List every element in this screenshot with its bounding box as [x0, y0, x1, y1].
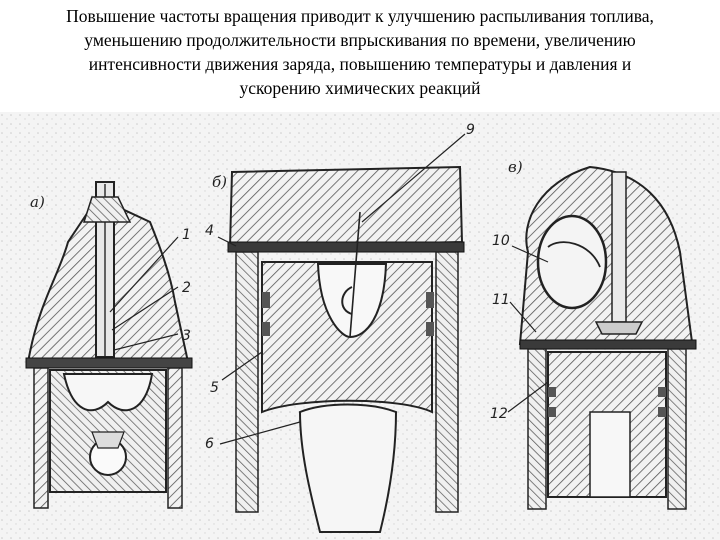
caption-line-3: интенсивности движения заряда, повышению…	[88, 54, 632, 74]
panel-b: б) 4 5 6 9	[205, 122, 475, 533]
slide-caption: Повышение частоты вращения приводит к ул…	[10, 4, 710, 100]
caption-line-4: ускорению химических реакций	[239, 78, 481, 98]
panel-a: а) 1 2 3	[25, 181, 193, 509]
callout-6: 6	[205, 436, 214, 452]
caption-line-2: уменьшению продолжительности впрыскивани…	[84, 30, 636, 50]
callout-1: 1	[182, 227, 191, 243]
caption-line-1: Повышение частоты вращения приводит к ул…	[66, 6, 654, 26]
panel-label-a: а)	[30, 193, 45, 211]
callout-10: 10	[492, 233, 510, 249]
callout-3: 3	[182, 328, 191, 344]
callout-12: 12	[490, 406, 508, 422]
callout-2: 2	[182, 280, 191, 296]
callout-9: 9	[466, 122, 475, 138]
panel-c: в) 10 11 12	[490, 158, 697, 510]
engine-cross-section-figure: а) 1 2 3 б) 4 5 6	[0, 112, 720, 540]
callout-4: 4	[205, 223, 214, 239]
panel-label-b: б)	[212, 173, 227, 191]
panel-label-c: в)	[508, 158, 523, 176]
callout-11: 11	[492, 292, 510, 308]
callout-5: 5	[210, 380, 219, 396]
